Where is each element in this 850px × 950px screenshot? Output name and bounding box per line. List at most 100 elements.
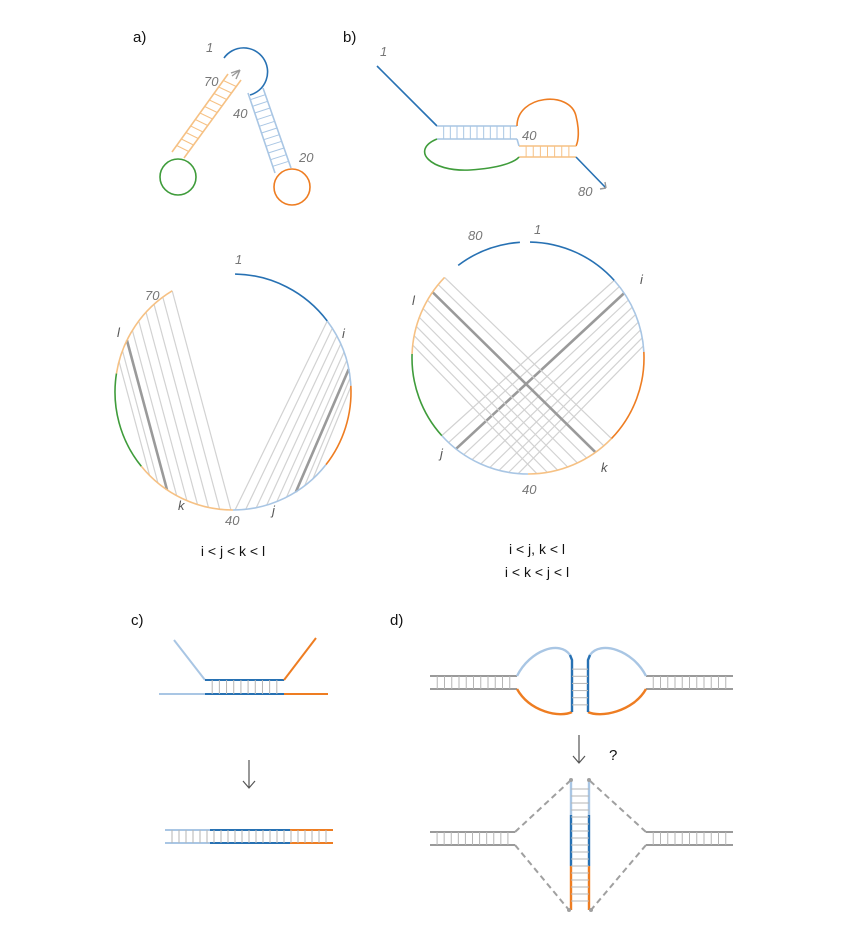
- arc-seg-green: [114, 373, 142, 467]
- arc-right-label-l: l: [412, 293, 416, 308]
- question-mark: ?: [609, 747, 617, 764]
- stem-rung: [218, 86, 232, 94]
- arc-left-chord: [118, 361, 151, 476]
- stem-rung: [272, 160, 289, 167]
- arc-right-chords: [412, 276, 644, 475]
- stem-rung: [265, 140, 282, 147]
- stem-rung: [250, 94, 266, 101]
- arc-right-label-i: i: [640, 272, 644, 287]
- stem-b-joint: [516, 138, 520, 147]
- arc-right-chord: [412, 344, 538, 475]
- arc-right-label-40: 40: [522, 482, 537, 497]
- d2-node-tr: [587, 778, 591, 782]
- arc-right-chord: [413, 335, 548, 473]
- stem-rung: [195, 119, 208, 126]
- stem-b-rungs: [443, 126, 511, 139]
- arc-left-chords: [118, 290, 352, 511]
- arc-seg-light-orange: [140, 465, 234, 511]
- arc-left-chord: [121, 350, 159, 484]
- arc-left-chord: [304, 377, 351, 486]
- d2-dashed-links: [514, 779, 647, 911]
- arc-right-label-1: 1: [534, 222, 541, 237]
- arc-left-chord: [153, 304, 210, 508]
- arc-left-condition: i < j < k < l: [201, 543, 265, 559]
- label-70: 70: [204, 74, 219, 89]
- arc-left-label-i: i: [342, 326, 346, 341]
- tail-blue-5prime: [376, 65, 438, 127]
- arc-left-chord: [245, 327, 333, 510]
- d-kiss-rungs: [572, 668, 588, 706]
- arc-left-label-j: j: [270, 503, 276, 518]
- d2-node-br: [589, 908, 593, 912]
- loop-orange: [273, 168, 311, 206]
- top-loop-blue: [223, 47, 269, 96]
- d2-node-tl: [569, 778, 573, 782]
- arc-left-chord: [145, 312, 199, 505]
- arc-seg-orange: [325, 385, 352, 466]
- loop-green-b: [423, 138, 520, 171]
- stem-rung: [204, 106, 218, 113]
- arc-seg-blue: [235, 273, 328, 322]
- arc-right-chord: [455, 292, 626, 450]
- arc-right-chord: [415, 325, 559, 471]
- arc-seg-light-blue: [326, 320, 352, 386]
- arc-left-chord: [125, 339, 169, 491]
- stem-rung: [199, 112, 213, 120]
- arc-right-label-j: j: [438, 446, 444, 461]
- label-80-b: 80: [578, 184, 593, 199]
- arc-right-chord: [508, 337, 643, 473]
- arc-right-chord: [489, 321, 639, 468]
- arc-right-chord: [471, 306, 633, 461]
- arc-left-chord: [162, 296, 221, 510]
- arc-left-chord: [286, 360, 348, 498]
- strand-light-blue-upper: [173, 639, 206, 681]
- arrow-down-icon-d: [572, 735, 586, 764]
- arc-left-chord: [234, 320, 328, 511]
- arrow-down-icon-c: [242, 760, 256, 789]
- panel-d: d) ?: [390, 612, 733, 912]
- arc-seg-light-orange-2: [115, 290, 173, 374]
- d2-helix-rungs: [436, 832, 727, 845]
- arc-left-chord: [294, 368, 350, 493]
- arc-seg-light-blue-2: [441, 435, 529, 475]
- arc-left-chord: [131, 330, 178, 496]
- arc-seg-green: [411, 353, 443, 437]
- panel-b-label: b): [343, 29, 356, 46]
- loop-orange-b: [516, 98, 580, 147]
- arc-seg-light-orange-2: [411, 276, 446, 354]
- d-loop-light-blue-right: [589, 646, 648, 677]
- arc-seg-light-blue: [613, 279, 645, 352]
- arc-left-label-70: 70: [145, 288, 160, 303]
- panel-c-label: c): [131, 612, 144, 629]
- stem-rung: [259, 120, 275, 127]
- arc-right-chord: [427, 299, 588, 459]
- panel-a-label: a): [133, 29, 146, 46]
- strand-orange-upper: [283, 637, 317, 681]
- arc-left-label-l: l: [117, 325, 121, 340]
- stem-rung: [181, 138, 194, 146]
- label-40: 40: [233, 106, 248, 121]
- end-arrow-icon-b: [599, 181, 607, 190]
- arc-seg-orange: [610, 351, 645, 440]
- arc-right-chord: [418, 316, 569, 468]
- stem-rung: [213, 93, 227, 100]
- arc-right-circle: [411, 241, 645, 475]
- d2-vert-rungs: [571, 788, 589, 902]
- duplex-rungs-before: [211, 680, 278, 694]
- arc-right-chord: [431, 291, 597, 454]
- stem-rung: [263, 134, 280, 141]
- stem-rung: [270, 154, 287, 161]
- stem-rung: [190, 125, 204, 133]
- d-helix-rungs-top: [436, 676, 727, 689]
- arc-diagram-left: 1 70 40 i j k l i < j < k < l: [114, 252, 352, 559]
- d-loop-light-blue-left: [515, 646, 571, 677]
- arc-right-chord: [437, 284, 605, 447]
- stem-rung: [223, 80, 237, 87]
- stem-rung: [185, 132, 199, 139]
- stem-rung: [176, 145, 189, 152]
- arc-seg-blue: [530, 241, 615, 281]
- label-40-b: 40: [522, 128, 537, 143]
- stem-rung: [254, 107, 271, 114]
- arc-diagram-right: 1 80 40 i j k l i < j, k < l i < k < j <…: [411, 222, 645, 580]
- label-1: 1: [206, 40, 213, 55]
